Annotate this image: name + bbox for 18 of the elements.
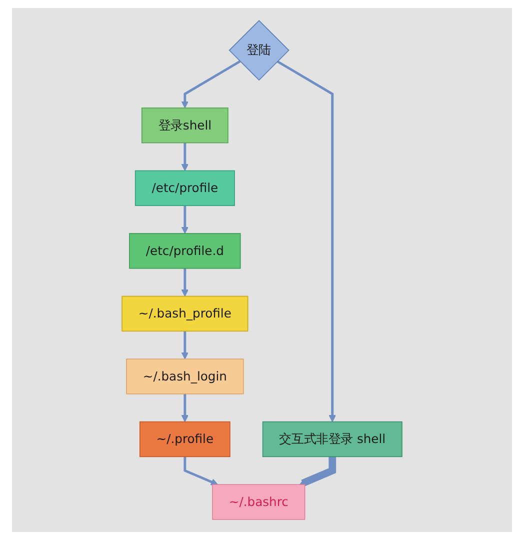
node-box: ~/.profile (139, 421, 230, 458)
node-box: ~/.bash_login (126, 358, 244, 394)
node-box: /etc/profile.d (129, 233, 241, 269)
node-box: 交互式非登录 shell (262, 421, 402, 458)
node-box: ~/.bash_profile (122, 296, 248, 332)
arrow (184, 456, 218, 486)
arrow (181, 394, 189, 422)
arrow (181, 60, 241, 108)
arrow (181, 268, 189, 297)
node-box: ~/.bashrc (212, 484, 306, 520)
arrow (181, 142, 189, 172)
arrow (299, 456, 336, 487)
arrow (181, 331, 189, 360)
arrow (181, 206, 189, 234)
node-box: 登录shell (141, 108, 228, 144)
node-box: /etc/profile (134, 170, 235, 206)
arrow (276, 60, 336, 422)
node-diamond: 登陆 (228, 20, 290, 81)
